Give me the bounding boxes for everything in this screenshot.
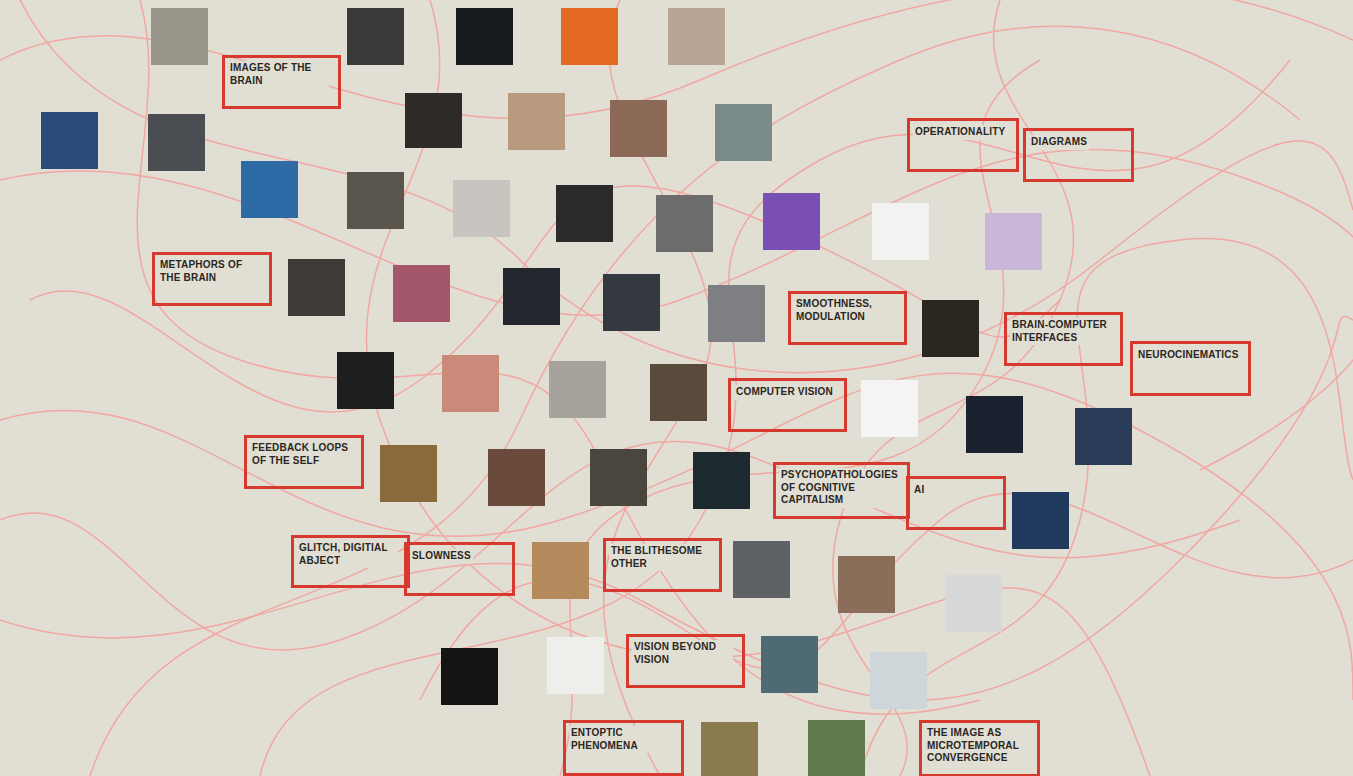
- photo-thumbnail: [508, 93, 565, 150]
- topic-box: BRAIN-COMPUTER INTERFACES: [1004, 312, 1123, 366]
- photo-thumbnail: [337, 352, 394, 409]
- photo-thumbnail: [668, 8, 725, 65]
- topic-label: SMOOTHNESS, MODULATION: [794, 297, 895, 324]
- topic-box: ENTOPTIC PHENOMENA: [563, 720, 684, 776]
- photo-thumbnail: [347, 172, 404, 229]
- photo-thumbnail: [288, 259, 345, 316]
- topic-box: GLITCH, DIGITIAL ABJECT: [291, 535, 410, 588]
- topic-box: METAPHORS OF THE BRAIN: [152, 252, 272, 306]
- photo-thumbnail: [985, 213, 1042, 270]
- topic-label: FEEDBACK LOOPS OF THE SELF: [250, 441, 352, 468]
- photo-thumbnail: [945, 575, 1002, 632]
- topic-label: PSYCHOPATHOLOGIES OF COGNITIVE CAPITALIS…: [779, 468, 880, 508]
- photo-thumbnail: [347, 8, 404, 65]
- topic-label: NEUROCINEMATICS: [1136, 348, 1237, 363]
- photo-thumbnail: [761, 636, 818, 693]
- topic-box: SMOOTHNESS, MODULATION: [788, 291, 907, 345]
- photo-thumbnail: [610, 100, 667, 157]
- topic-label: DIAGRAMS: [1029, 135, 1089, 150]
- tangle-line: [833, 0, 1074, 776]
- photo-thumbnail: [393, 265, 450, 322]
- tangle-line: [0, 0, 1353, 118]
- photo-thumbnail: [693, 452, 750, 509]
- topic-box: IMAGES OF THE BRAIN: [222, 55, 341, 109]
- topic-label: BRAIN-COMPUTER INTERFACES: [1010, 318, 1111, 345]
- topic-label: COMPUTER VISION: [734, 385, 835, 400]
- tangle-line: [260, 60, 1290, 776]
- photo-thumbnail: [532, 542, 589, 599]
- photo-thumbnail: [1075, 408, 1132, 465]
- topic-label: OPERATIONALITY: [913, 125, 1007, 140]
- topic-box: THE BLITHESOME OTHER: [603, 538, 722, 592]
- tangle-line: [860, 239, 1353, 776]
- photo-thumbnails: [41, 8, 1132, 776]
- photo-thumbnail: [561, 8, 618, 65]
- topic-box: PSYCHOPATHOLOGIES OF COGNITIVE CAPITALIS…: [773, 462, 910, 519]
- photo-thumbnail: [808, 720, 865, 776]
- topic-label: ENTOPTIC PHENOMENA: [569, 726, 672, 753]
- photo-thumbnail: [1012, 492, 1069, 549]
- photo-thumbnail: [488, 449, 545, 506]
- topic-box: FEEDBACK LOOPS OF THE SELF: [244, 435, 364, 489]
- tangle-line: [0, 441, 1240, 650]
- topic-label: GLITCH, DIGITIAL ABJECT: [297, 541, 398, 568]
- photo-thumbnail: [966, 396, 1023, 453]
- photo-thumbnail: [708, 285, 765, 342]
- topic-box: THE IMAGE AS MICROTEMPORAL CONVERGENCE: [919, 720, 1040, 776]
- topic-label: AI: [912, 483, 926, 498]
- photo-thumbnail: [861, 380, 918, 437]
- topic-box: SLOWNESS: [404, 542, 515, 596]
- photo-thumbnail: [503, 268, 560, 325]
- topic-label: METAPHORS OF THE BRAIN: [158, 258, 260, 285]
- photo-thumbnail: [148, 114, 205, 171]
- topic-label: IMAGES OF THE BRAIN: [228, 61, 329, 88]
- topic-box: NEUROCINEMATICS: [1130, 341, 1251, 396]
- photo-thumbnail: [453, 180, 510, 237]
- photo-thumbnail: [41, 112, 98, 169]
- tangle-line: [30, 186, 1060, 412]
- tangle-line: [366, 0, 1150, 776]
- topic-box: OPERATIONALITY: [907, 118, 1019, 172]
- topic-box: VISION BEYOND VISION: [626, 634, 745, 688]
- photo-thumbnail: [241, 161, 298, 218]
- photo-thumbnail: [456, 8, 513, 65]
- photo-thumbnail: [556, 185, 613, 242]
- photo-thumbnail: [733, 541, 790, 598]
- topic-label: VISION BEYOND VISION: [632, 640, 733, 667]
- photo-thumbnail: [547, 637, 604, 694]
- photo-thumbnail: [405, 93, 462, 148]
- photo-thumbnail: [549, 361, 606, 418]
- topic-box: DIAGRAMS: [1023, 128, 1134, 182]
- photo-thumbnail: [872, 203, 929, 260]
- topic-label: SLOWNESS: [410, 549, 473, 564]
- photo-thumbnail: [656, 195, 713, 252]
- photo-thumbnail: [763, 193, 820, 250]
- photo-thumbnail: [715, 104, 772, 161]
- tangle-line: [20, 0, 1353, 373]
- photo-thumbnail: [590, 449, 647, 506]
- photo-thumbnail: [442, 355, 499, 412]
- photo-thumbnail: [151, 8, 208, 65]
- photo-thumbnail: [870, 652, 927, 709]
- tangle-line: [0, 316, 1353, 700]
- photo-thumbnail: [701, 722, 758, 776]
- photo-thumbnail: [441, 648, 498, 705]
- topic-box: AI: [906, 476, 1006, 530]
- topic-box: COMPUTER VISION: [728, 378, 847, 432]
- tangle-line: [560, 60, 1040, 776]
- tangle-line: [90, 26, 1300, 776]
- topic-label: THE IMAGE AS MICROTEMPORAL CONVERGENCE: [925, 726, 1028, 766]
- photo-thumbnail: [603, 274, 660, 331]
- photo-thumbnail: [380, 445, 437, 502]
- photo-thumbnail: [838, 556, 895, 613]
- photo-thumbnail: [922, 300, 979, 357]
- photo-thumbnail: [650, 364, 707, 421]
- tangle-line: [137, 0, 980, 714]
- topic-label: THE BLITHESOME OTHER: [609, 544, 710, 571]
